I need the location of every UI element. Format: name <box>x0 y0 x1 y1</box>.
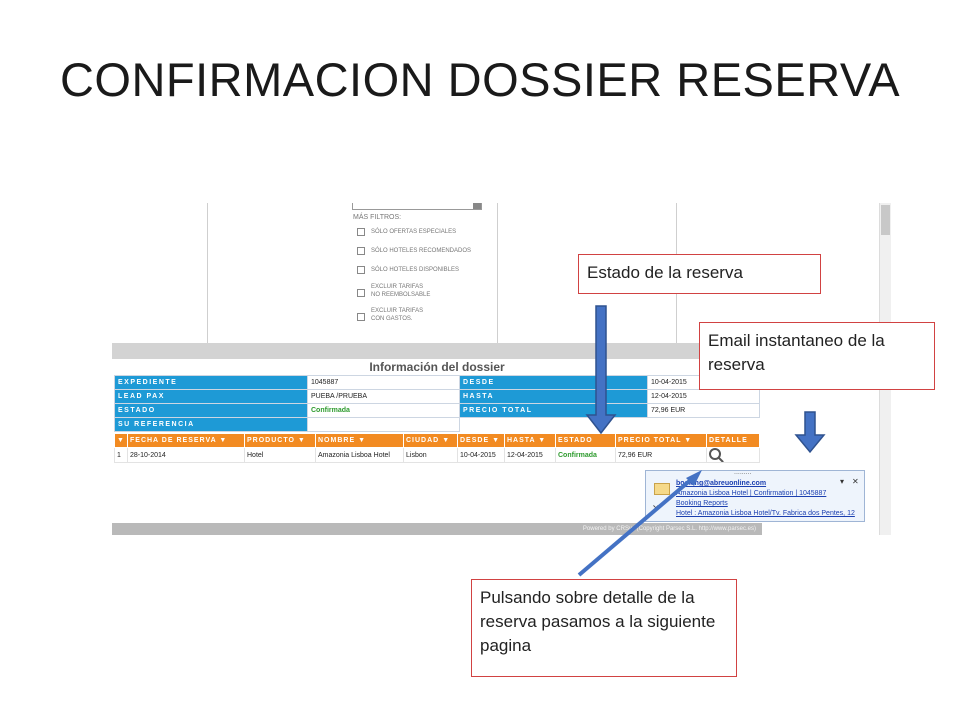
chevron-down-icon <box>473 203 481 209</box>
callout-detalle: Pulsando sobre detalle de la reserva pas… <box>471 579 737 677</box>
footer-bar: Powered by CRSys (Copyright Parsec S.L. … <box>112 523 762 535</box>
column-header-label: FECHA DE RESERVA <box>130 437 217 444</box>
column-header[interactable]: HASTA ▼ <box>504 433 556 448</box>
filter-option[interactable]: SÓLO OFERTAS ESPECIALES <box>357 228 456 236</box>
desde-cell: 10-04-2015 <box>457 447 505 463</box>
expediente-label: EXPEDIENTE <box>114 375 308 390</box>
down-arrow-icon <box>794 411 826 454</box>
pointer-arrow-icon <box>577 476 695 577</box>
column-header-label: PRECIO TOTAL <box>618 437 682 444</box>
column-header-label: NOMBRE <box>318 437 356 444</box>
filters-heading: MÁS FILTROS: <box>353 214 402 221</box>
column-header-label: CIUDAD <box>406 437 440 444</box>
email-subject[interactable]: Amazonia Lisboa Hotel | Confirmation | 1… <box>676 490 827 497</box>
column-header-label: DETALLE <box>709 437 748 444</box>
filter-label: NO REEMBOLSABLE <box>371 292 431 298</box>
filter-select[interactable] <box>352 203 482 210</box>
detalle-cell[interactable] <box>706 447 760 463</box>
email-notification-popup[interactable]: ......... ✕ ▾ ✕ booking@abreuonline.com … <box>645 470 865 522</box>
email-sender[interactable]: booking@abreuonline.com <box>676 480 767 487</box>
callout-estado: Estado de la reserva <box>578 254 821 294</box>
sort-icon: ▼ <box>538 437 547 444</box>
filter-label: SÓLO OFERTAS ESPECIALES <box>371 229 457 235</box>
dossier-title: Información del dossier <box>369 360 505 374</box>
filter-option[interactable]: SÓLO HOTELES DISPONIBLES <box>357 266 459 274</box>
checkbox[interactable] <box>357 289 365 297</box>
checkbox[interactable] <box>357 266 365 274</box>
column-header-label: HASTA <box>507 437 536 444</box>
filter-label: CON GASTOS. <box>371 316 413 322</box>
column-header-label: DESDE <box>460 437 490 444</box>
checkbox[interactable] <box>357 313 365 321</box>
down-arrow-icon <box>585 305 617 435</box>
email-folder[interactable]: Booking Reports <box>676 500 728 507</box>
filter-label: EXCLUIR TARIFAS <box>371 284 424 290</box>
callout-email: Email instantaneo de la reserva <box>699 322 935 390</box>
chevron-down-icon[interactable]: ▾ <box>840 477 845 486</box>
arrowhead-icon <box>686 470 702 486</box>
sort-icon: ▼ <box>219 437 228 444</box>
column-header[interactable]: CIUDAD ▼ <box>403 433 458 448</box>
table-row[interactable]: 1 28-10-2014 Hotel Amazonia Lisboa Hotel… <box>114 447 760 463</box>
column-header-label: ESTADO <box>558 437 593 444</box>
sort-icon: ▼ <box>442 437 451 444</box>
reservations-table: ▼ FECHA DE RESERVA ▼ PRODUCTO ▼ NOMBRE ▼… <box>114 433 760 463</box>
ciudad-cell: Lisbon <box>403 447 458 463</box>
close-icon[interactable]: ✕ <box>852 477 859 486</box>
producto-cell: Hotel <box>244 447 316 463</box>
filter-option[interactable]: EXCLUIR TARIFAS NO REEMBOLSABLE <box>357 283 430 299</box>
envelope-icon <box>654 483 670 495</box>
filter-label: SÓLO HOTELES DISPONIBLES <box>371 267 460 273</box>
slide-title: CONFIRMACION DOSSIER RESERVA <box>59 53 901 106</box>
filter-label: EXCLUIR TARIFAS <box>371 308 424 314</box>
sort-icon[interactable]: ▼ <box>114 433 128 448</box>
column-header-label: PRODUCTO <box>247 437 295 444</box>
fecha-cell: 28-10-2014 <box>127 447 245 463</box>
row-number: 1 <box>114 447 128 463</box>
filter-option[interactable]: SÓLO HOTELES RECOMENDADOS <box>357 247 471 255</box>
referencia-label: SU REFERENCIA <box>114 417 308 432</box>
hasta-cell: 12-04-2015 <box>504 447 556 463</box>
sort-icon: ▼ <box>297 437 306 444</box>
dossier-info-table: EXPEDIENTE 1045887 DESDE 10-04-2015 LEAD… <box>114 375 760 432</box>
checkbox[interactable] <box>357 228 365 236</box>
column-header[interactable]: PRODUCTO ▼ <box>244 433 316 448</box>
estado-value: Confirmada <box>307 403 460 418</box>
checkbox[interactable] <box>357 247 365 255</box>
email-preview[interactable]: Hotel : Amazonia Lisboa Hotel/Tv. Fabric… <box>676 510 855 517</box>
lead-pax-label: LEAD PAX <box>114 389 308 404</box>
column-header[interactable]: ESTADO <box>555 433 616 448</box>
divider <box>207 203 208 343</box>
scrollbar-thumb[interactable] <box>881 205 890 235</box>
referencia-value[interactable] <box>307 417 460 432</box>
estado-cell: Confirmada <box>555 447 616 463</box>
column-header[interactable]: DETALLE <box>706 433 760 448</box>
estado-label: ESTADO <box>114 403 308 418</box>
divider <box>497 203 498 343</box>
precio-cell: 72,96 EUR <box>615 447 707 463</box>
grip-icon: ......... <box>734 470 752 476</box>
nombre-cell: Amazonia Lisboa Hotel <box>315 447 404 463</box>
magnifier-icon[interactable] <box>709 448 721 460</box>
sort-icon: ▼ <box>492 437 501 444</box>
filter-option[interactable]: EXCLUIR TARIFAS CON GASTOS. <box>357 307 423 323</box>
footer-text: Powered by CRSys (Copyright Parsec S.L. … <box>582 526 756 532</box>
sort-icon: ▼ <box>358 437 367 444</box>
sort-icon: ▼ <box>684 437 693 444</box>
hasta-value: 12-04-2015 <box>647 389 760 404</box>
empty-cell <box>647 417 760 432</box>
filter-label: SÓLO HOTELES RECOMENDADOS <box>371 248 472 254</box>
